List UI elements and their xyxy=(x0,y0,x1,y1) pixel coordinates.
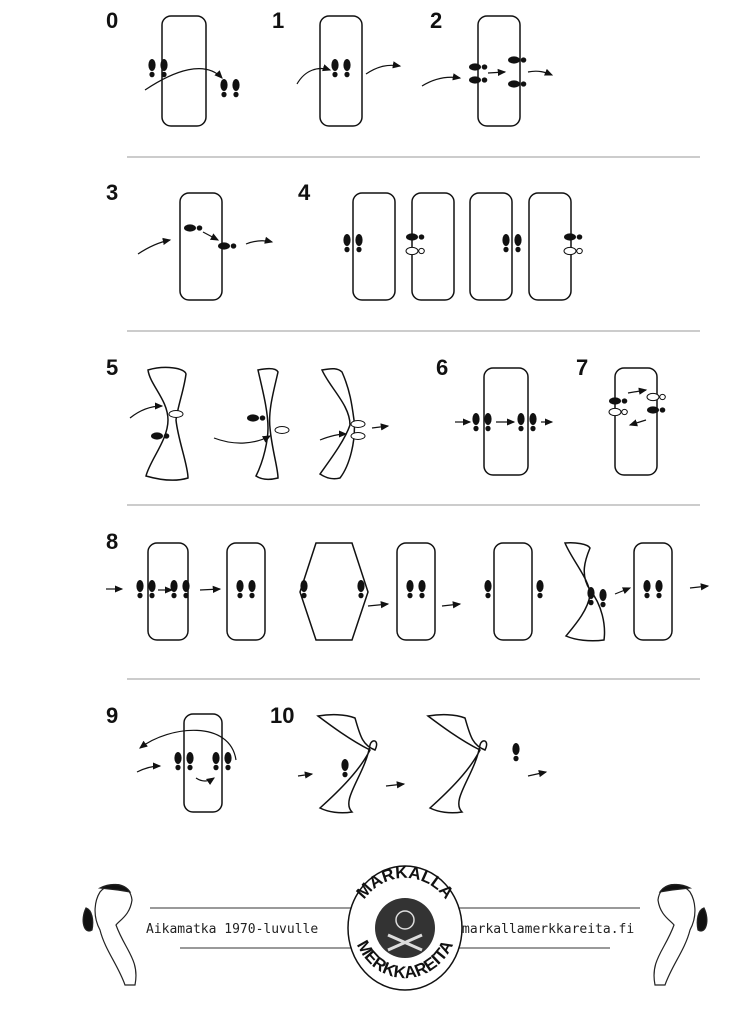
dog-illustration-left xyxy=(82,883,137,986)
step-number-1: 1 xyxy=(272,8,284,33)
markalla-merkkareita-logo: MARKALLA MERKKAREITA xyxy=(347,863,463,991)
step-number-10: 10 xyxy=(270,703,294,728)
step-number-5: 5 xyxy=(106,355,118,380)
step-5-figure xyxy=(129,366,390,481)
step-10-figure xyxy=(297,713,548,814)
step-number-0: 0 xyxy=(106,8,118,33)
step-9-figure xyxy=(136,713,237,813)
footer: Aikamatka 1970-luvulle markallamerkkarei… xyxy=(82,863,708,991)
step-2-figure xyxy=(421,15,554,127)
step-0-figure xyxy=(144,15,240,127)
footer-tagline: Aikamatka 1970-luvulle xyxy=(146,922,318,937)
footer-website-link[interactable]: markallamerkkareita.fi xyxy=(462,922,634,937)
step-number-2: 2 xyxy=(430,8,442,33)
dog-illustration-right xyxy=(653,883,708,986)
step-number-3: 3 xyxy=(106,180,118,205)
step-number-8: 8 xyxy=(106,529,118,554)
section-dividers xyxy=(127,156,700,680)
crossbones-icon xyxy=(387,933,423,952)
step-8-figure xyxy=(106,542,710,642)
step-3-figure xyxy=(137,192,274,301)
step-6-figure xyxy=(455,367,554,476)
skull-icon xyxy=(395,910,415,930)
step-4-figure xyxy=(343,192,583,301)
step-number-7: 7 xyxy=(576,355,588,380)
step-7-figure xyxy=(608,367,666,476)
step-number-6: 6 xyxy=(436,355,448,380)
step-number-9: 9 xyxy=(106,703,118,728)
step-number-4: 4 xyxy=(298,180,311,205)
step-1-figure xyxy=(296,15,402,127)
